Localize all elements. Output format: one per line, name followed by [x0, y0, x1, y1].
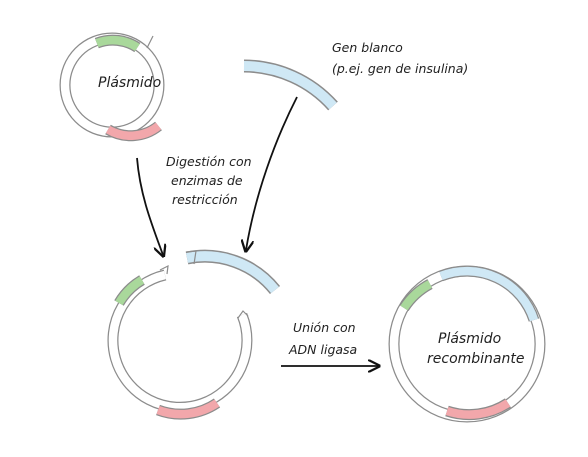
recombinant-label-line1: Plásmido [438, 331, 501, 347]
digestion-label-line3: restricción [172, 192, 238, 207]
gene-label-line1: Gen blanco [332, 40, 403, 55]
plasmid-ring [59, 32, 165, 142]
recombinant-label-line2: recombinante [427, 351, 524, 367]
ligase-label-line2: ADN ligasa [288, 342, 357, 357]
digestion-label-line1: Digestión con [166, 154, 252, 169]
ligase-label-line1: Unión con [293, 320, 356, 335]
gene-label-line2: (p.ej. gen de insulina) [332, 61, 468, 76]
gene-insert-fragment [185, 249, 281, 295]
recombinant-plasmid-ring [388, 265, 546, 423]
plasmid-label: Plásmido [98, 75, 161, 91]
arrow-gene-to-insert [246, 96, 298, 250]
arrow-plasmid-to-cut [136, 157, 163, 255]
digestion-label-line2: enzimas de [171, 173, 243, 188]
target-gene-fragment [243, 59, 338, 111]
cut-plasmid-ring [107, 264, 253, 420]
